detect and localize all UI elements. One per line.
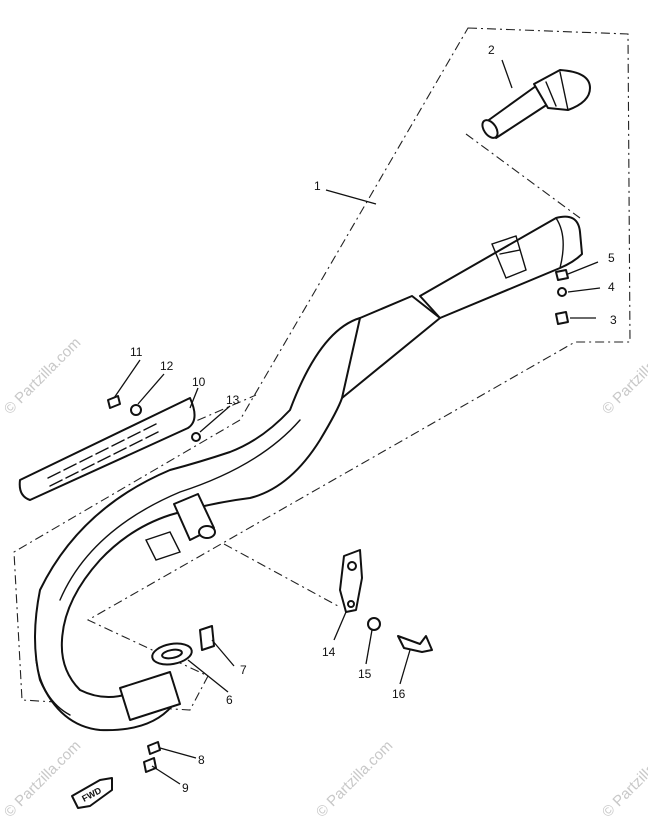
callout-12: 12 bbox=[160, 359, 174, 373]
callout-5: 5 bbox=[608, 251, 615, 265]
watermark: © Partzilla.com bbox=[599, 737, 648, 820]
callout-11: 11 bbox=[130, 345, 143, 359]
forward-arrow: FWD bbox=[71, 777, 113, 809]
callout-6: 6 bbox=[226, 693, 233, 707]
watermark: © Partzilla.com bbox=[599, 334, 648, 417]
callout-7: 7 bbox=[240, 663, 247, 677]
heat-shield bbox=[18, 397, 196, 501]
callout-1: 1 bbox=[314, 179, 321, 193]
hardware bbox=[107, 269, 569, 773]
callout-15: 15 bbox=[358, 667, 372, 681]
callout-3: 3 bbox=[610, 313, 617, 327]
callout-labels: 1 2 3 4 5 6 7 8 9 10 11 12 13 14 15 16 bbox=[130, 43, 617, 795]
callout-8: 8 bbox=[198, 753, 205, 767]
leader-lines bbox=[113, 59, 601, 785]
callout-4: 4 bbox=[608, 280, 615, 294]
tail-pipe bbox=[481, 69, 591, 139]
callout-16: 16 bbox=[392, 687, 406, 701]
watermark: © Partzilla.com bbox=[313, 737, 396, 820]
watermark: © Partzilla.com bbox=[1, 737, 84, 820]
exhaust-pipe bbox=[34, 215, 583, 732]
watermark: © Partzilla.com bbox=[1, 334, 84, 417]
callout-13: 13 bbox=[226, 393, 240, 407]
callout-9: 9 bbox=[182, 781, 189, 795]
callout-14: 14 bbox=[322, 645, 336, 659]
callout-2: 2 bbox=[488, 43, 495, 57]
callout-10: 10 bbox=[192, 375, 206, 389]
